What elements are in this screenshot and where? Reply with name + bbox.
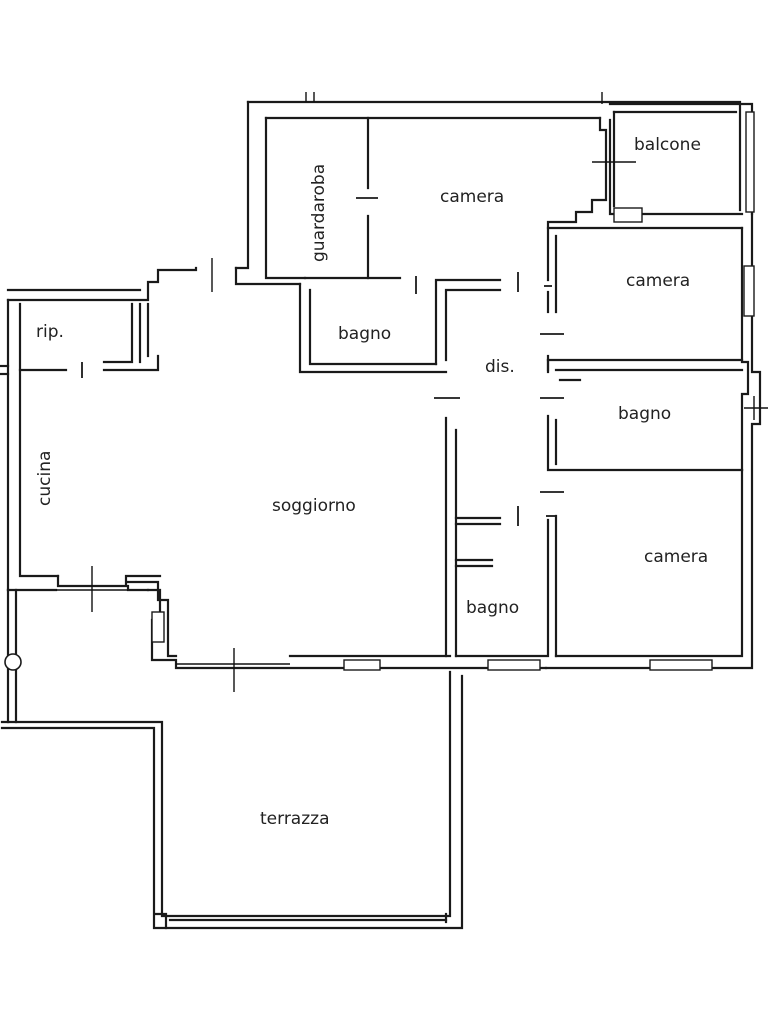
windows — [151, 111, 755, 671]
label-bagno-3: bagno — [466, 598, 519, 618]
label-terrazza: terrazza — [260, 809, 330, 829]
label-bagno-1: bagno — [338, 324, 391, 344]
label-camera-3: camera — [644, 547, 708, 567]
outer-walls — [0, 100, 762, 670]
label-guardaroba: guardaroba — [309, 164, 329, 262]
label-balcone: balcone — [634, 135, 701, 155]
label-bagno-2: bagno — [618, 404, 671, 424]
room-labels: guardaroba camera balcone camera bagno d… — [35, 135, 708, 829]
column-marker — [4, 653, 22, 671]
door-marks — [81, 197, 564, 526]
label-camera-2: camera — [626, 271, 690, 291]
cross-marks — [56, 92, 768, 692]
interior-walls — [18, 116, 744, 658]
label-soggiorno: soggiorno — [272, 496, 356, 516]
label-camera-1: camera — [440, 187, 504, 207]
label-dis: dis. — [485, 357, 515, 377]
label-cucina: cucina — [35, 451, 55, 506]
label-rip: rip. — [36, 322, 64, 342]
terrazza-walls — [0, 588, 464, 930]
